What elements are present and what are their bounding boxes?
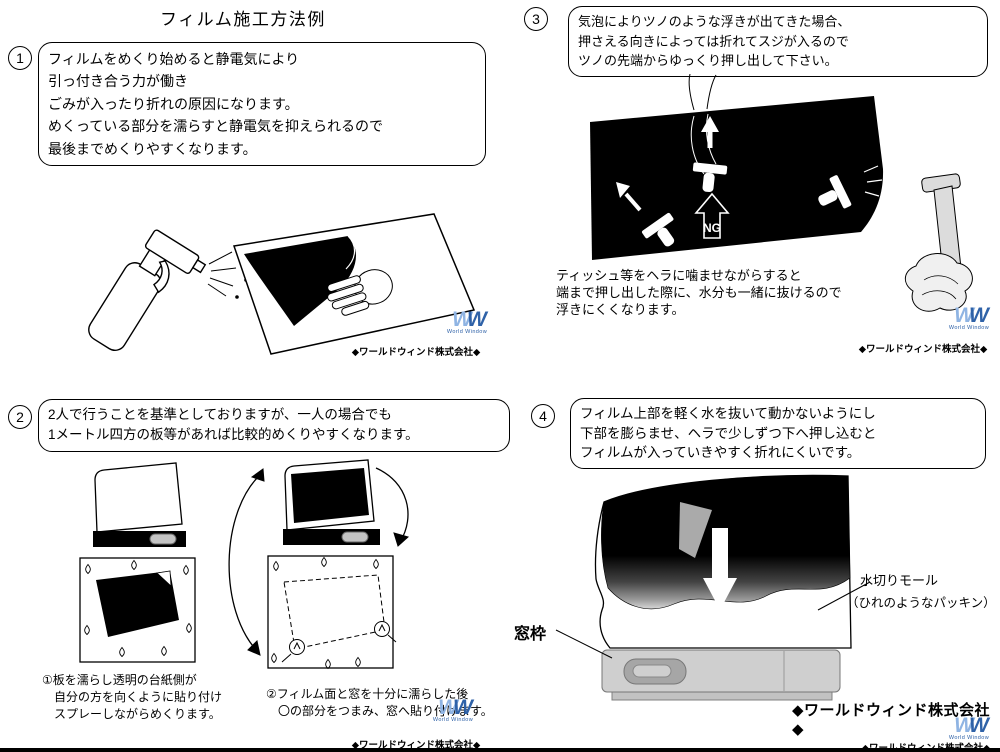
down-arrow [703,528,737,610]
ng-arrow [694,192,730,239]
push-arrow-up [701,116,719,148]
company-name: ◆ワールドウィンド株式会社◆ [858,344,988,355]
step-4-instructions: フィルム上部を軽く水を抜いて動かないようにし 下部を膨らませ、ヘラで少しずつ下へ… [570,398,986,469]
company-name-bold: ◆ワールドウィンド株式会社◆ [792,702,991,738]
step-2-instructions: 2人で行うことを基準としておりますが、一人の場合でも 1メートル四方の板等があれ… [38,399,510,452]
crease-line [688,74,695,111]
ww-logo-mark: WW [438,696,473,719]
ww-logo-mark: WW [954,714,989,737]
ww-logo-mark: WW [452,308,487,331]
roller-handle [149,533,177,545]
spray-bottle [88,229,207,351]
film-target-dashed [283,574,386,650]
step-1-instructions: フィルムをめくり始めると静電気により 引っ付き合う力が働き ごみが入ったり折れの… [38,42,486,166]
company-name: ◆ワールドウィンド株式会社◆ [852,740,1000,752]
window-frame-sill [601,649,841,701]
board [267,555,394,669]
bottom-border [0,748,1000,752]
film-fold-corner [156,570,172,587]
crease-line [706,74,717,110]
world-window-logo: WW World Window [444,308,490,335]
molding-pointer-line [817,581,871,611]
company-name: ◆ワールドウィンド株式会社◆ [351,740,481,751]
step-3-number: 3 [524,7,548,31]
illustration-board-method [79,459,410,669]
step-2-caption-right: ②フィルム面と窓を十分に濡らした後 〇の部分をつまみ、窓へ貼り付けます。 [266,687,493,718]
step-2-number: 2 [8,405,32,429]
step-3-note: ティッシュ等をヘラに噛ませながらすると 端まで押し出した際に、水分も一緒に抜ける… [556,268,842,317]
step-1-number: 1 [8,46,32,70]
applied-film [291,468,369,523]
squeegee-silhouette [679,502,712,558]
label-window-frame: 窓枠 [514,626,547,643]
world-window-logo: WW World Window [946,714,992,741]
pinch-point-markers [289,621,390,655]
ng-label: NG [703,221,721,235]
page-title: フィルム施工方法例 [160,10,326,29]
hand-icon [327,269,393,316]
step-3-instructions: 気泡によりツノのような浮きが出てきた場合、 押さえる向きによっては折れてスジが入… [568,6,988,77]
step-4-number: 4 [531,404,555,428]
film-curl-highlight [345,235,356,270]
illustration-spray-peel [88,213,476,355]
frame-pointer-line [555,629,613,659]
squeegee-with-tissue [905,173,973,312]
roller-handle [341,531,369,543]
label-drip-molding: 水切りモール [860,573,939,588]
pinch-pull-lines [281,634,397,663]
flip-arrow [228,467,410,656]
step-2-caption-left: ①板を濡らし透明の台紙側が 自分の方を向くように貼り付け スプレーしながらめくり… [42,673,223,721]
company-name: ◆ワールドウィンド株式会社◆ [351,347,481,358]
ww-logo-mark: WW [954,304,989,327]
illustration-push-down [555,474,871,701]
window-outline [94,462,183,533]
push-arrow-diagonal [616,182,642,212]
world-window-logo: WW World Window [946,304,992,331]
peeled-film-dark [244,236,356,326]
world-window-logo: WW World Window [430,696,476,723]
squeeze-out-lines [863,165,883,197]
film-on-board [96,571,179,637]
tinted-window [590,96,884,260]
label-packing: （ひれのようなパッキン） [846,596,996,610]
illustration-bubble-push: NG [590,74,973,312]
